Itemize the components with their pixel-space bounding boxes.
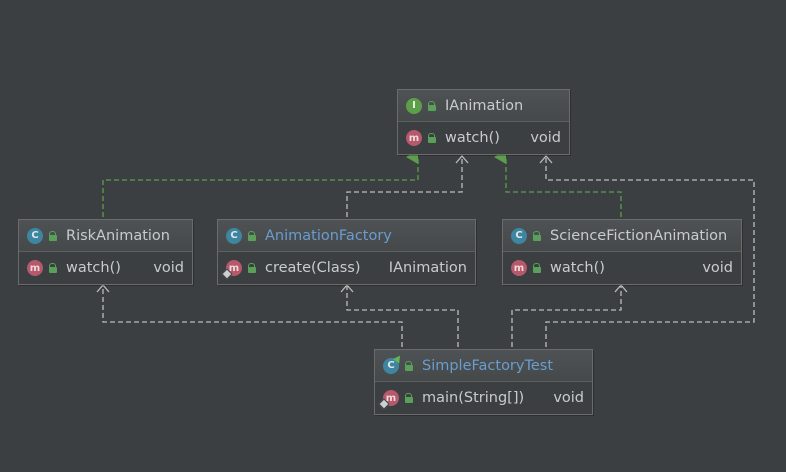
class-icon: C <box>226 227 242 244</box>
node-sciencefictionanimation-header: C ScienceFictionAnimation <box>503 220 741 252</box>
node-simplefactorytest-member[interactable]: m main(String[]) void <box>375 382 592 414</box>
member-type: void <box>702 260 733 276</box>
member-type: void <box>553 390 584 406</box>
member-type: void <box>530 130 561 146</box>
member-name: create(Class) <box>265 260 361 276</box>
arrowhead-scifi-test <box>614 284 628 293</box>
member-name: watch() <box>445 130 500 146</box>
node-animationfactory-title: AnimationFactory <box>265 227 392 244</box>
public-visibility-icon <box>427 100 437 111</box>
interface-icon: I <box>406 97 422 114</box>
class-icon: C <box>27 227 43 244</box>
public-visibility-icon <box>427 133 437 143</box>
arrowhead-ianimation-test <box>539 155 553 164</box>
public-visibility-icon <box>48 263 58 273</box>
method-icon: m <box>511 260 527 276</box>
static-method-icon: m <box>378 390 399 410</box>
member-name: main(String[]) <box>422 390 525 406</box>
edge-factory-depends-ianimation <box>346 156 463 217</box>
node-animationfactory-member[interactable]: m create(Class) IAnimation <box>218 252 475 284</box>
node-simplefactorytest[interactable]: C SimpleFactoryTest m main(String[]) voi… <box>374 349 593 415</box>
static-method-icon: m <box>221 260 242 280</box>
public-visibility-icon <box>404 393 414 403</box>
public-visibility-icon <box>247 230 257 241</box>
edge-scifi-implements-ianimation <box>494 150 622 217</box>
member-name: watch() <box>550 260 605 276</box>
node-simplefactorytest-header: C SimpleFactoryTest <box>375 350 592 382</box>
node-ianimation-title: IAnimation <box>445 97 524 114</box>
class-icon: C <box>511 227 527 244</box>
node-ianimation-header: I IAnimation <box>398 90 569 122</box>
node-ianimation[interactable]: I IAnimation m watch() void <box>397 89 570 155</box>
public-visibility-icon <box>48 230 58 241</box>
arrowhead-factory-test <box>340 284 354 293</box>
member-type: IAnimation <box>388 260 467 276</box>
node-animationfactory-header: C AnimationFactory <box>218 220 475 252</box>
node-riskanimation-member[interactable]: m watch() void <box>19 252 192 284</box>
node-animationfactory[interactable]: C AnimationFactory m create(Class) IAnim… <box>217 219 476 285</box>
edge-test-depends-risk <box>102 285 403 347</box>
node-riskanimation-title: RiskAnimation <box>66 227 170 244</box>
arrowhead-risk-test <box>96 284 110 293</box>
public-visibility-icon <box>532 263 542 273</box>
edge-test-depends-scifi <box>511 285 622 347</box>
edge-test-depends-factory <box>346 285 459 347</box>
edge-risk-implements-ianimation <box>102 150 419 217</box>
executable-class-icon: C <box>383 352 404 374</box>
method-icon: m <box>27 260 43 276</box>
member-name: watch() <box>66 260 121 276</box>
node-riskanimation[interactable]: C RiskAnimation m watch() void <box>18 219 193 285</box>
node-riskanimation-header: C RiskAnimation <box>19 220 192 252</box>
public-visibility-icon <box>247 263 257 273</box>
member-type: void <box>153 260 184 276</box>
method-icon: m <box>406 130 422 146</box>
node-sciencefictionanimation-title: ScienceFictionAnimation <box>550 227 728 244</box>
edge-test-depends-ianimation <box>545 156 755 347</box>
node-ianimation-member[interactable]: m watch() void <box>398 122 569 154</box>
arrowhead-ianimation-factory <box>455 155 469 164</box>
node-sciencefictionanimation-member[interactable]: m watch() void <box>503 252 741 284</box>
public-visibility-icon <box>404 360 414 371</box>
node-simplefactorytest-title: SimpleFactoryTest <box>422 357 554 374</box>
node-sciencefictionanimation[interactable]: C ScienceFictionAnimation m watch() void <box>502 219 742 285</box>
public-visibility-icon <box>532 230 542 241</box>
